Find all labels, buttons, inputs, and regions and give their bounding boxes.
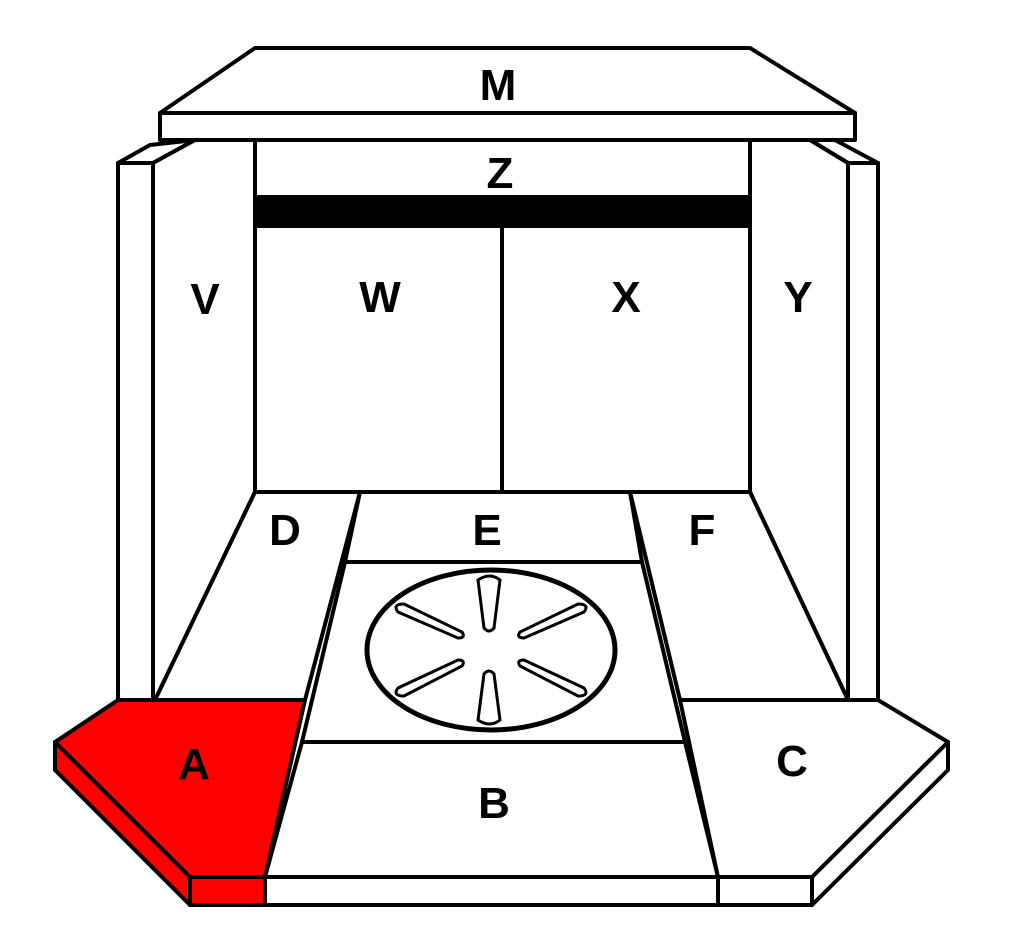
part-y-edge	[846, 161, 880, 702]
part-a-front	[188, 875, 267, 907]
part-b-front	[263, 875, 720, 907]
part-m-front[interactable]	[158, 111, 857, 142]
label-c: C	[776, 737, 808, 786]
label-w: W	[359, 273, 401, 322]
part-c-front	[716, 875, 814, 907]
grate-icon	[364, 567, 618, 733]
label-x: X	[611, 273, 640, 322]
label-v: V	[190, 275, 220, 324]
label-y: Y	[783, 273, 812, 322]
label-d: D	[269, 506, 301, 555]
label-e: E	[472, 506, 501, 555]
lintel-bar	[255, 195, 750, 228]
label-f: F	[689, 506, 716, 555]
label-z: Z	[487, 149, 514, 198]
label-b: B	[478, 779, 510, 828]
part-a[interactable]	[53, 698, 307, 879]
label-a: A	[178, 740, 210, 789]
part-v-edge	[116, 161, 155, 702]
label-m: M	[480, 61, 517, 110]
part-c[interactable]	[678, 698, 950, 879]
